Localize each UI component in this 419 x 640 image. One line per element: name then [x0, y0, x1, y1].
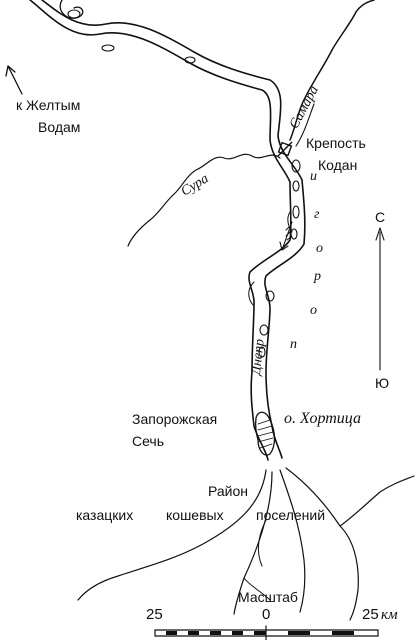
- south-stream-3: [279, 469, 306, 613]
- label-rapids-3: о: [316, 241, 323, 256]
- compass-south: Ю: [375, 375, 390, 391]
- sura-river: [127, 153, 281, 247]
- label-settlements-2a: казацких: [76, 507, 134, 523]
- label-rapids-5: о: [310, 303, 317, 318]
- label-sich-2: Сечь: [132, 433, 165, 449]
- label-settlements-2b: кошевых: [166, 507, 224, 523]
- scale-title: Масштаб: [238, 589, 298, 605]
- south-stream-2: [233, 471, 273, 615]
- scale-unit: км: [381, 607, 398, 623]
- label-to-zhovti-vody: к Желтым: [16, 97, 81, 113]
- label-rapids-2: г: [314, 207, 320, 222]
- label-settlements-2c: поселений: [256, 507, 326, 523]
- south-stream-1: [77, 469, 267, 601]
- fortress-icon: [277, 141, 293, 157]
- label-sich: Запорожская: [132, 411, 218, 427]
- dnepr-left-bank: [29, 0, 292, 461]
- label-rapids-4: р: [314, 269, 321, 284]
- compass-north: С: [375, 209, 386, 225]
- label-to-zhovti-vody-2: Водам: [38, 119, 81, 135]
- label-dnepr: Днепр: [248, 338, 268, 376]
- scale-tick-zero: 0: [262, 606, 271, 623]
- label-fortress-2: Кодан: [318, 157, 358, 173]
- label-rapids-6: п: [290, 337, 297, 352]
- label-khortitsa: о. Хортица: [284, 410, 361, 427]
- south-stream-5: [339, 475, 415, 527]
- scale-tick-left: 25: [146, 606, 163, 623]
- dnepr-right-bank: [41, 0, 306, 459]
- scale-tick-right: 25: [362, 606, 379, 623]
- label-fortress: Крепость: [306, 135, 366, 151]
- label-settlements-1: Район: [208, 483, 248, 499]
- label-rapids-1: и: [310, 169, 317, 184]
- khortitsa-island: [254, 411, 276, 456]
- south-stream-4: [285, 467, 359, 621]
- samara-river: [289, 0, 375, 141]
